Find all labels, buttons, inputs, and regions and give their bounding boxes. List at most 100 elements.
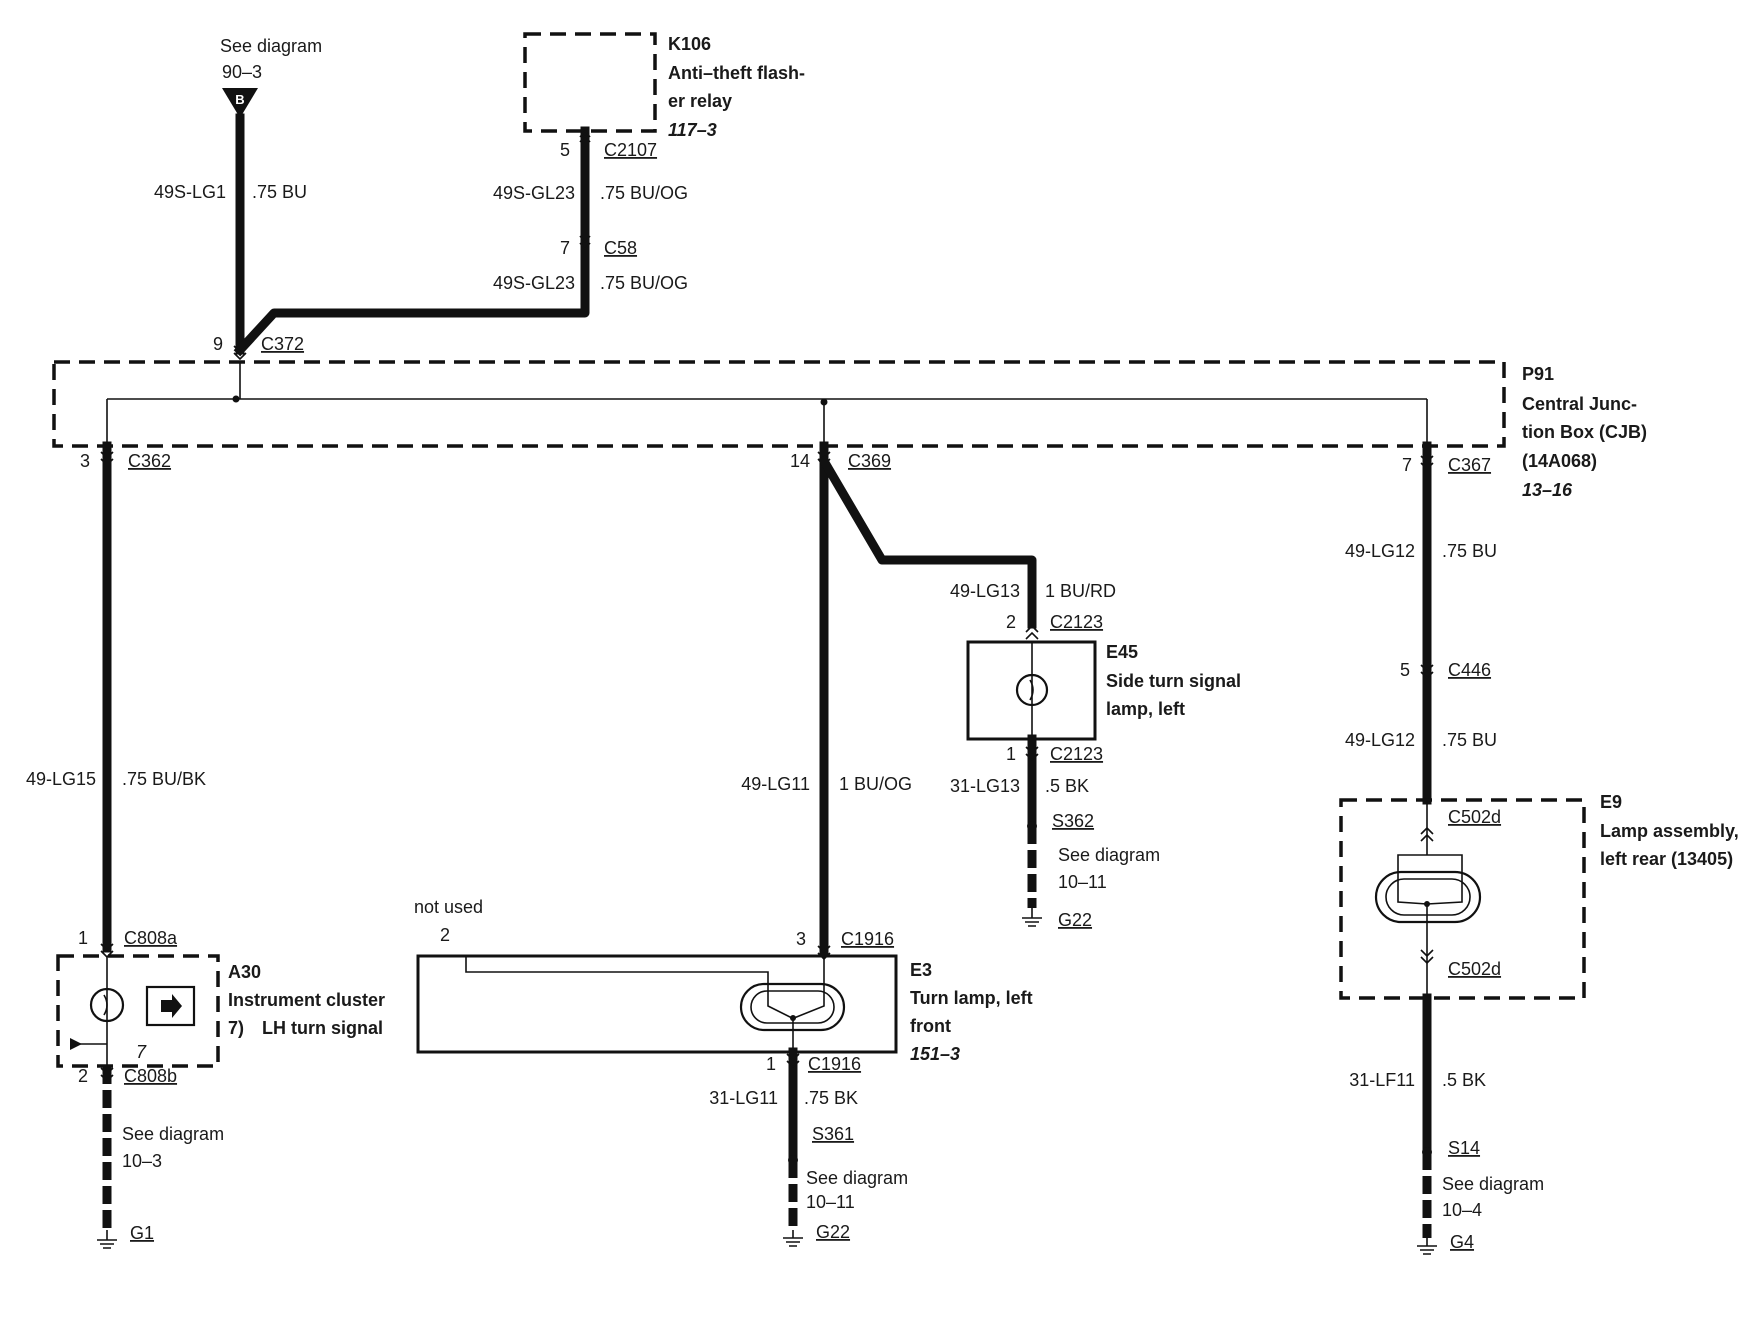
cjb-splice-dot [820, 398, 828, 406]
w4-circuit: 49-LG15 [26, 769, 96, 789]
e3-name-line1: Turn lamp, left [910, 988, 1033, 1008]
c502d-a-name: C502d [1448, 807, 1501, 827]
e9-box [1339, 798, 1586, 1000]
wire-49-lg13 [817, 454, 1037, 629]
c2123a-pin: 2 [1006, 612, 1016, 632]
g1-name: G1 [130, 1223, 154, 1243]
w8-circuit: 49-LG12 [1345, 541, 1415, 561]
w10-circuit: 31-LG11 [709, 1088, 778, 1108]
a30-internal-pin: 7 [136, 1042, 147, 1062]
c808a-name: C808a [124, 928, 178, 948]
bulb-filament-icon [103, 994, 108, 1016]
cjb-internal-bus [106, 362, 1428, 446]
turn-arrow-icon [161, 994, 182, 1018]
c367-pin: 7 [1402, 455, 1412, 475]
c446-arrow-icon [1420, 664, 1434, 680]
a30-id: A30 [228, 962, 261, 982]
w6-size: 1 BU/RD [1045, 581, 1116, 601]
w7-circuit: 31-LG13 [950, 776, 1020, 796]
a30-name-line2: LH turn signal [262, 1018, 383, 1038]
s14-name: S14 [1448, 1138, 1480, 1158]
g22b-ground-icon [783, 1230, 803, 1247]
e3-not-used-note: not used [414, 897, 483, 917]
w3-circuit: 49S-GL23 [493, 273, 575, 293]
g4-ground-icon [1417, 1238, 1437, 1255]
a30-line2-number: 7) [228, 1018, 244, 1038]
p91-part-number: (14A068) [1522, 451, 1597, 471]
turn-indicator-box [145, 985, 196, 1027]
c367-name: C367 [1448, 455, 1491, 475]
c2123a-name: C2123 [1050, 612, 1103, 632]
c1916a-name: C1916 [841, 929, 894, 949]
g22a-see-diagram: See diagram [1058, 845, 1160, 865]
w4-size: .75 BU/BK [122, 769, 206, 789]
w2-size: .75 BU/OG [600, 183, 688, 203]
e9-feed-wire [1397, 800, 1463, 893]
w7-size: .5 BK [1045, 776, 1089, 796]
g4-see-diagram: See diagram [1442, 1174, 1544, 1194]
s362-name: S362 [1052, 811, 1094, 831]
w11-size: .5 BK [1442, 1070, 1486, 1090]
a30-instrument-cluster: 7 A30 Instrument cluster 7) LH turn sign… [56, 954, 385, 1068]
c1916b-name: C1916 [808, 1054, 861, 1074]
c2107-pin: 5 [560, 140, 570, 160]
c372-arrow-icon [233, 345, 247, 361]
c502d-b-name: C502d [1448, 959, 1501, 979]
e45-bulb-icon [1015, 673, 1049, 707]
e3-turn-lamp-left-front: E3 Turn lamp, left front 151–3 [416, 954, 1033, 1064]
cjb-box [52, 360, 1506, 448]
c1916b-arrow-icon [786, 1053, 800, 1069]
source-see-diagram: See diagram [220, 36, 322, 56]
e45-id: E45 [1106, 642, 1138, 662]
w9-circuit: 49-LG12 [1345, 730, 1415, 750]
source-diagram-ref: 90–3 [222, 62, 262, 82]
g22b-see-diagram: See diagram [806, 1168, 908, 1188]
c362-name: C362 [128, 451, 171, 471]
e9-id: E9 [1600, 792, 1622, 812]
p91-ref: 13–16 [1522, 480, 1573, 500]
k106-ref: 117–3 [668, 120, 717, 140]
p91-name-line1: Central Junc- [1522, 394, 1637, 414]
e45-name-line1: Side turn signal [1106, 671, 1241, 691]
g4-name: G4 [1450, 1232, 1474, 1252]
c58-arrow-icon [579, 235, 591, 251]
w3-size: .75 BU/OG [600, 273, 688, 293]
p91-central-junction-box: P91 Central Junc- tion Box (CJB) (14A068… [52, 360, 1647, 500]
w9-size: .75 BU [1442, 730, 1497, 750]
w2-circuit: 49S-GL23 [493, 183, 575, 203]
e45-filament-icon [1029, 679, 1034, 701]
e9-lamp-assembly-left-rear: C502d C502d E9 Lamp assembly, left rear … [1339, 792, 1739, 1000]
e45-name-line2: lamp, left [1106, 699, 1185, 719]
c502d-b-arrow-icon [1420, 949, 1434, 965]
a30-ground-marker-icon [70, 1038, 82, 1050]
c1916b-pin: 1 [766, 1054, 776, 1074]
a30-box [56, 954, 220, 1068]
w5-size: 1 BU/OG [839, 774, 912, 794]
lh-turn-bulb-icon [89, 987, 125, 1023]
w1-size: .75 BU [252, 182, 307, 202]
c372-pin: 9 [213, 334, 223, 354]
e9-bulb-icon [1374, 870, 1482, 924]
g1-ground-icon [97, 1230, 117, 1249]
wire-49s-gl23 [233, 126, 590, 357]
c1916a-pin: 3 [796, 929, 806, 949]
c369-pin: 14 [790, 451, 810, 471]
e3-ref: 151–3 [910, 1044, 960, 1064]
e9-name-line2: left rear (13405) [1600, 849, 1733, 869]
e9-name-line1: Lamp assembly, [1600, 821, 1739, 841]
c2123b-pin: 1 [1006, 744, 1016, 764]
w10-size: .75 BK [804, 1088, 858, 1108]
e3-pin2-number: 2 [440, 925, 450, 945]
source-marker-letter: B [235, 92, 244, 107]
k106-name-line1: Anti–theft flash- [668, 63, 805, 83]
k106-name-line2: er relay [668, 91, 732, 111]
g4-diagram-ref: 10–4 [1442, 1200, 1482, 1220]
g22a-name: G22 [1058, 910, 1092, 930]
w11-circuit: 31-LF11 [1349, 1070, 1415, 1090]
p91-id: P91 [1522, 364, 1554, 384]
g22b-diagram-ref: 10–11 [806, 1192, 855, 1212]
c2123b-arrow-icon [1025, 746, 1039, 762]
g1-diagram-ref: 10–3 [122, 1151, 162, 1171]
c808a-pin: 1 [78, 928, 88, 948]
